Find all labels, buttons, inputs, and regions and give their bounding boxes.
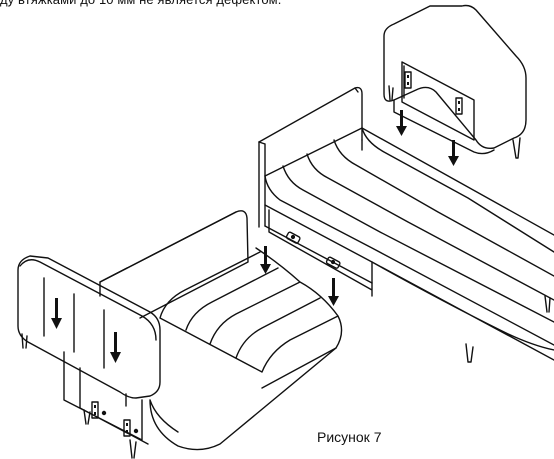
sofa-seat-stripes bbox=[159, 247, 343, 389]
left-armrest-top-curve bbox=[19, 259, 157, 341]
left-armrest-leg-left bbox=[21, 333, 28, 349]
top-block-leg-left bbox=[388, 85, 394, 101]
sofa-bracket-plate-2 bbox=[123, 419, 131, 437]
down-arrow-icon bbox=[110, 332, 121, 363]
sofa-back bbox=[99, 210, 249, 319]
top-caption-text: ду втяжками до 10 мм не является дефекто… bbox=[0, 0, 554, 8]
bed-leg-front bbox=[465, 343, 474, 363]
left-armrest-outline bbox=[17, 255, 161, 399]
sofa-front-roll bbox=[149, 347, 337, 451]
sofa-back-top bbox=[99, 211, 237, 283]
bed-bracket-slot-1 bbox=[285, 231, 301, 244]
sofa-bracket-plate-1 bbox=[91, 401, 99, 419]
figure-caption: Рисунок 7 bbox=[317, 429, 382, 445]
left-armrest-block bbox=[17, 255, 161, 407]
bed-headboard-side bbox=[258, 87, 359, 228]
top-bracket-plate-2 bbox=[455, 97, 463, 115]
sofa-bracket-holes bbox=[94, 405, 128, 433]
top-armrest-block bbox=[383, 4, 527, 159]
top-block-outline bbox=[383, 4, 527, 150]
arrow-group bbox=[51, 110, 459, 363]
top-block-front-panel bbox=[401, 61, 475, 141]
sofa-base-box bbox=[63, 351, 149, 445]
bed-frame-top-edge bbox=[264, 127, 554, 236]
down-arrow-icon bbox=[51, 298, 62, 329]
bed-headboard bbox=[258, 86, 363, 143]
bed-frame-assembly bbox=[258, 86, 554, 363]
down-arrow-icon bbox=[448, 140, 459, 166]
top-bracket-holes bbox=[407, 75, 460, 111]
down-arrow-icon bbox=[328, 278, 339, 306]
bed-bracket-slot-2 bbox=[325, 256, 341, 269]
bed-mattress-stripes bbox=[264, 127, 554, 346]
sofa-leg-back bbox=[83, 409, 91, 425]
sofa-leg-front bbox=[129, 439, 137, 459]
down-arrow-icon bbox=[260, 246, 271, 274]
top-bracket-plate-1 bbox=[404, 71, 412, 89]
top-block-inner-edge bbox=[393, 99, 495, 155]
top-block-leg-right bbox=[512, 137, 521, 159]
bed-bracket-screw-2 bbox=[330, 259, 336, 265]
bed-front-panel bbox=[264, 225, 373, 284]
sofa-section-assembly bbox=[63, 210, 343, 459]
sofa-bracket-screw-1 bbox=[101, 410, 107, 416]
sofa-bracket-screw-2 bbox=[133, 428, 139, 434]
bed-leg-right bbox=[544, 295, 551, 313]
left-armrest-panel-dividers bbox=[43, 277, 105, 369]
down-arrow-icon bbox=[396, 110, 407, 136]
bed-bracket-screw-1 bbox=[290, 234, 296, 240]
bed-front-roll bbox=[371, 261, 554, 361]
